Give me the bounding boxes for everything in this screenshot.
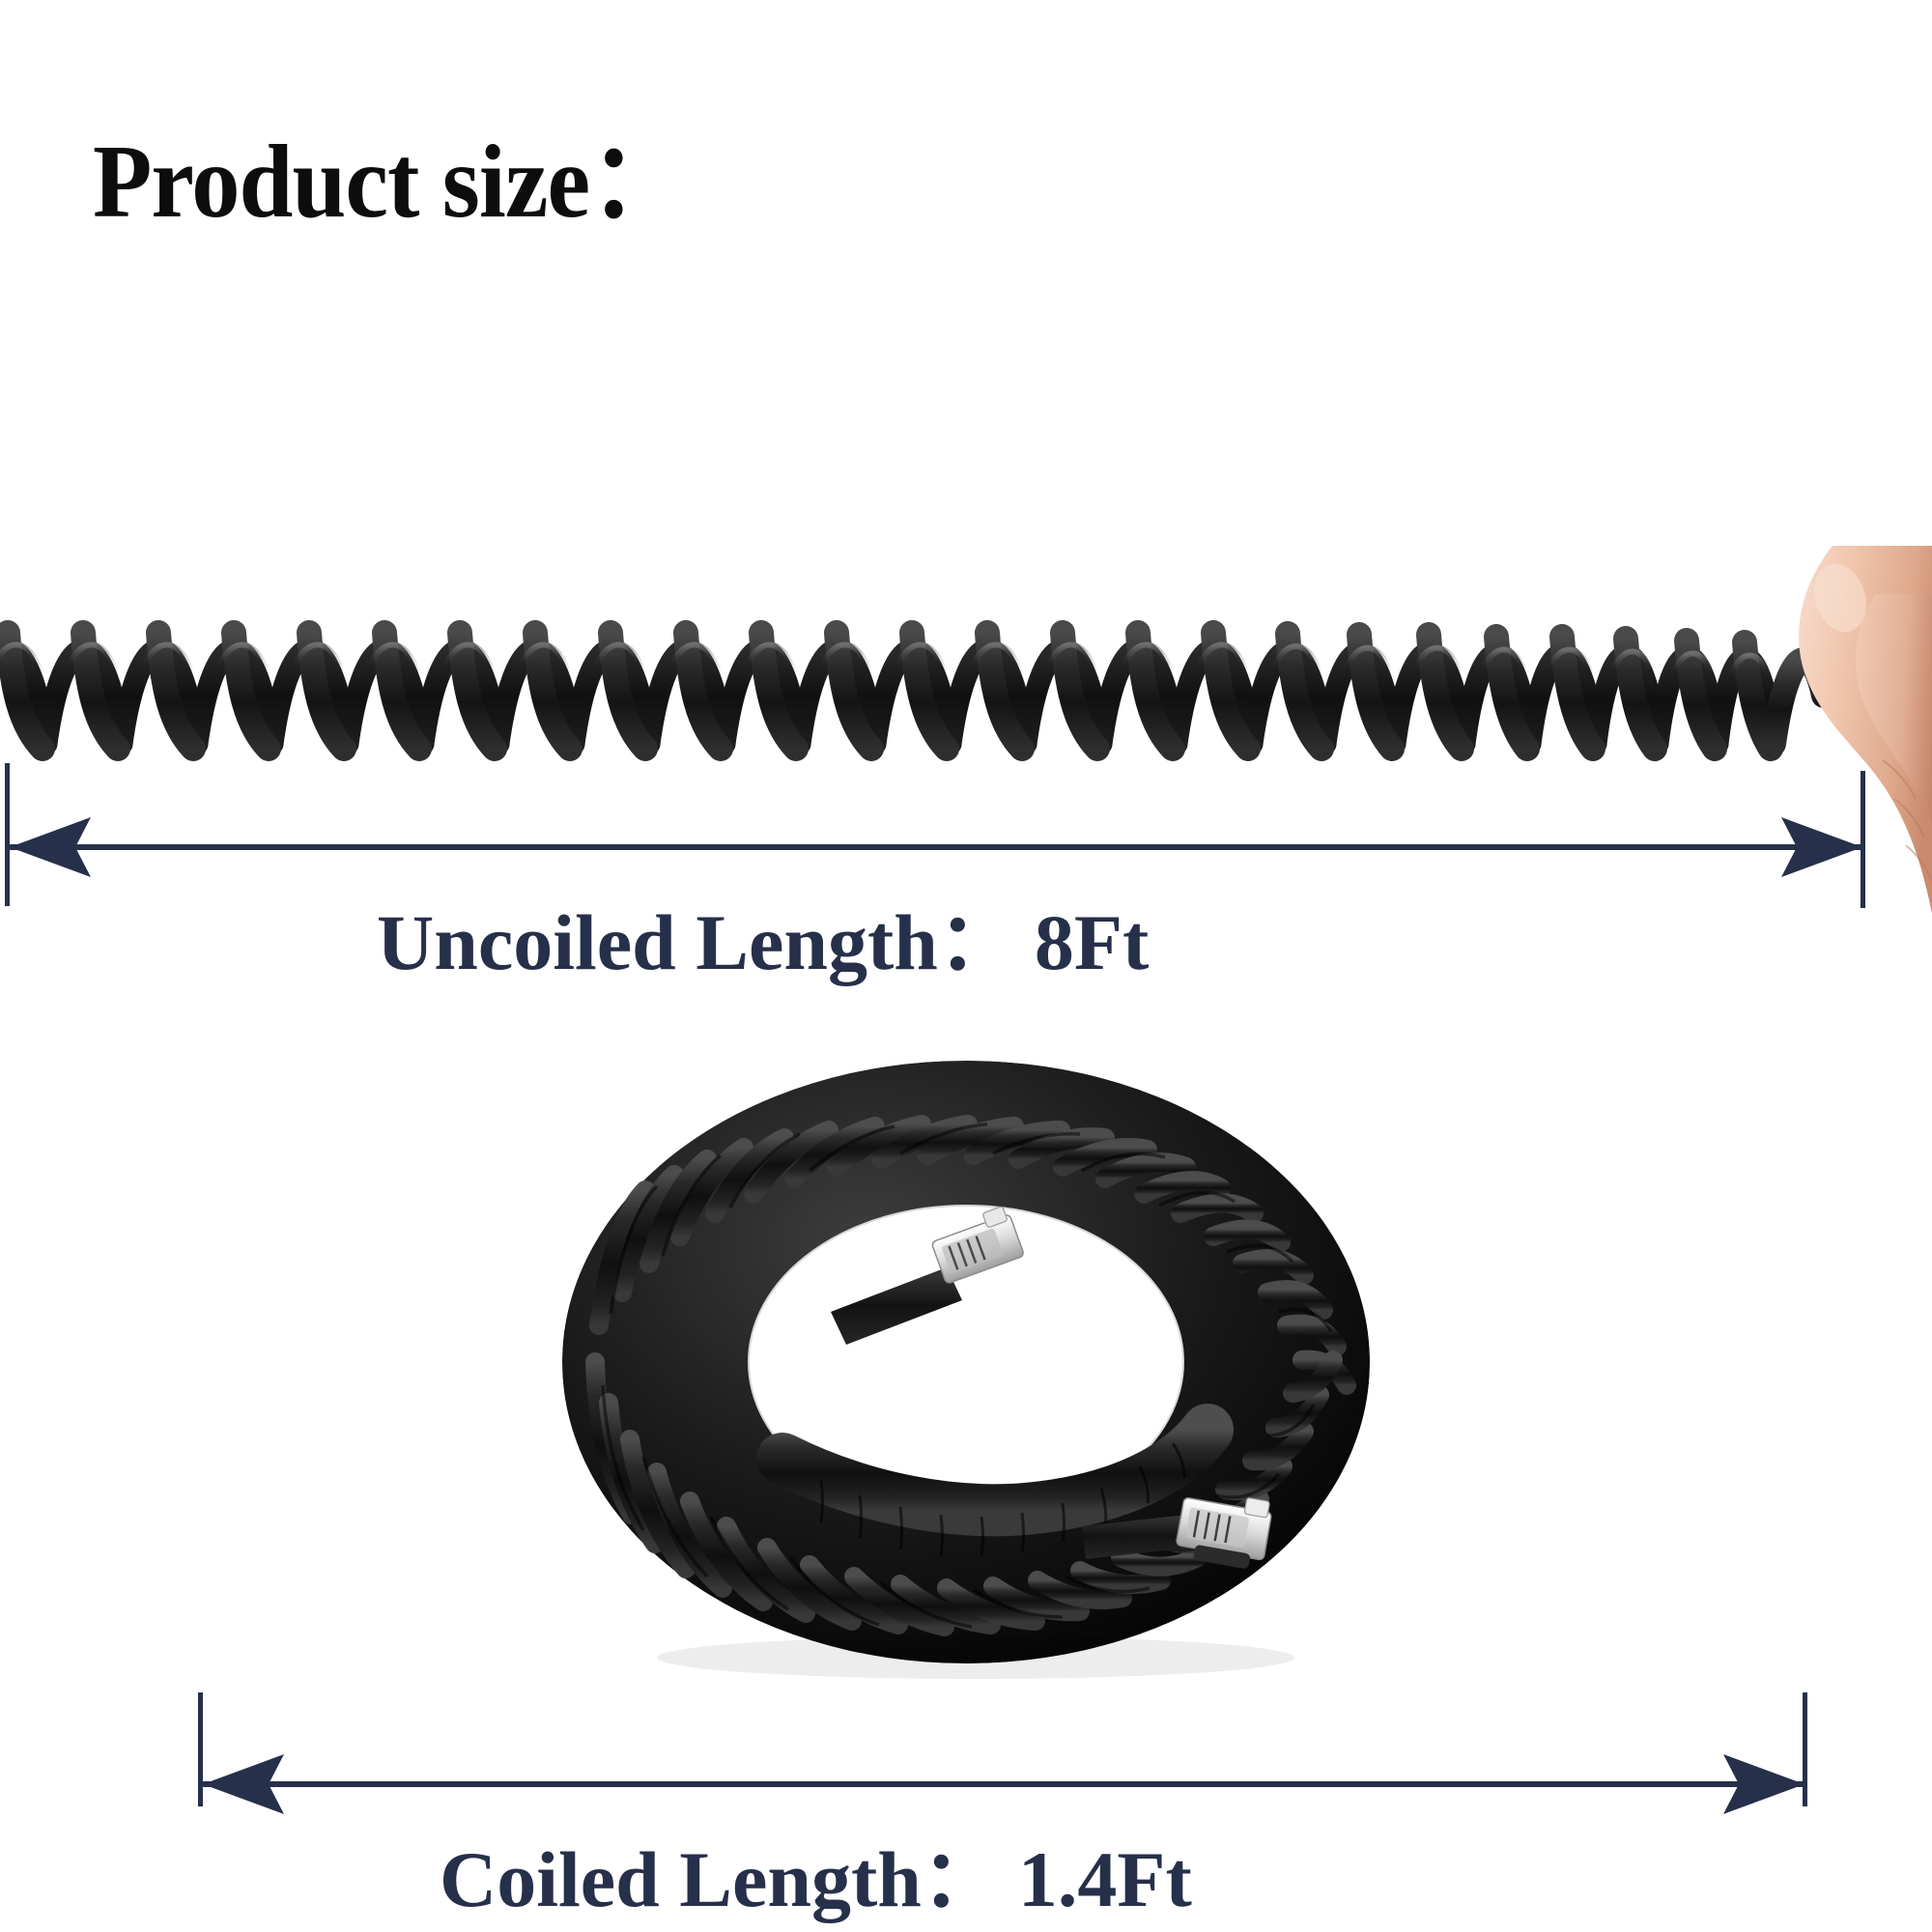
uncoiled-right-tick: [1861, 771, 1865, 908]
coiled-left-tick: [198, 1692, 203, 1806]
uncoiled-length-label: Uncoiled Length：8Ft: [377, 877, 1149, 992]
coiled-cord-bundle-image: [541, 1043, 1391, 1681]
upper-rj9-connector: [831, 1206, 1024, 1345]
coiled-arrow-line: [203, 1781, 1804, 1787]
uncoiled-left-tick: [5, 763, 10, 906]
page-title: Product size：: [93, 125, 687, 240]
lower-rj9-connector: [1082, 1497, 1272, 1569]
coiled-length-label: Coiled Length：1.4Ft: [440, 1814, 1192, 1929]
uncoiled-dimension-arrow: [0, 763, 1874, 908]
uncoiled-length-text: Uncoiled Length：: [377, 898, 1017, 986]
coiled-length-text: Coiled Length：: [440, 1835, 1001, 1923]
coiled-length-value: 1.4Ft: [1017, 1835, 1192, 1923]
coiled-dimension-arrow: [0, 1692, 1816, 1814]
uncoiled-length-value: 8Ft: [1034, 898, 1150, 986]
hand-holding-cord: [1782, 546, 1932, 942]
uncoiled-arrow-line: [10, 844, 1862, 850]
stretched-coiled-cord-image: [0, 580, 1826, 802]
coiled-right-tick: [1803, 1692, 1807, 1806]
